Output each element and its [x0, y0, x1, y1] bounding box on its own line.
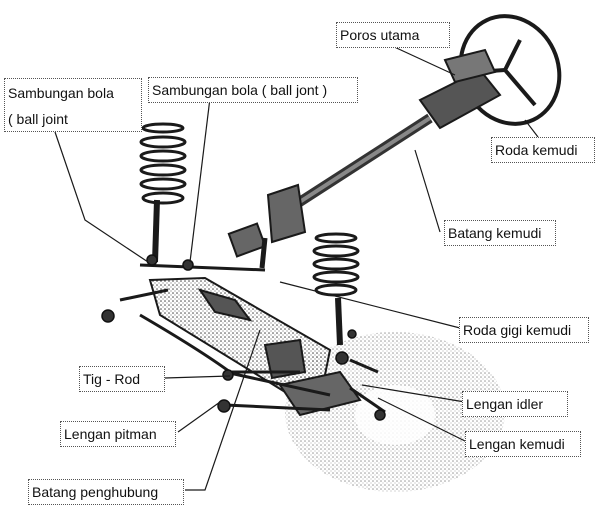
right-suspension [312, 232, 360, 346]
label-sambungan-bola-left: Sambungan bola ( ball joint [4, 78, 142, 132]
label-sambungan-bola-left-line1: Sambungan bola [8, 85, 114, 101]
steering-column [292, 48, 502, 210]
label-roda-kemudi-text: Roda kemudi [495, 142, 578, 158]
linkage-rods [119, 263, 386, 414]
left-suspension [139, 122, 187, 263]
label-roda-gigi-kemudi: Roda gigi kemudi [459, 317, 589, 343]
leader-lines [54, 44, 539, 491]
label-tig-rod-text: Tig - Rod [83, 371, 141, 387]
label-roda-kemudi: Roda kemudi [491, 137, 595, 163]
ball-joints [101, 254, 386, 421]
label-sambungan-bola-top-text: Sambungan bola ( ball jont ) [152, 82, 328, 98]
label-sambungan-bola-top: Sambungan bola ( ball jont ) [148, 77, 358, 103]
label-batang-penghubung: Batang penghubung [28, 479, 184, 505]
label-lengan-pitman-text: Lengan pitman [64, 426, 157, 442]
wheel-hub [355, 385, 435, 445]
label-lengan-kemudi: Lengan kemudi [465, 431, 581, 457]
label-batang-kemudi: Batang kemudi [444, 220, 556, 246]
steering-joint [227, 183, 307, 269]
label-batang-kemudi-text: Batang kemudi [448, 225, 542, 241]
label-lengan-idler: Lengan idler [462, 391, 568, 417]
label-roda-gigi-kemudi-text: Roda gigi kemudi [463, 322, 572, 338]
label-poros-utama: Poros utama [336, 22, 450, 48]
label-lengan-pitman: Lengan pitman [60, 421, 176, 447]
label-lengan-idler-text: Lengan idler [466, 396, 544, 412]
label-tig-rod: Tig - Rod [79, 366, 165, 392]
label-lengan-kemudi-text: Lengan kemudi [469, 436, 565, 452]
label-batang-penghubung-text: Batang penghubung [32, 484, 159, 500]
label-poros-utama-text: Poros utama [340, 27, 420, 43]
label-sambungan-bola-left-line2: ( ball joint [8, 111, 68, 127]
